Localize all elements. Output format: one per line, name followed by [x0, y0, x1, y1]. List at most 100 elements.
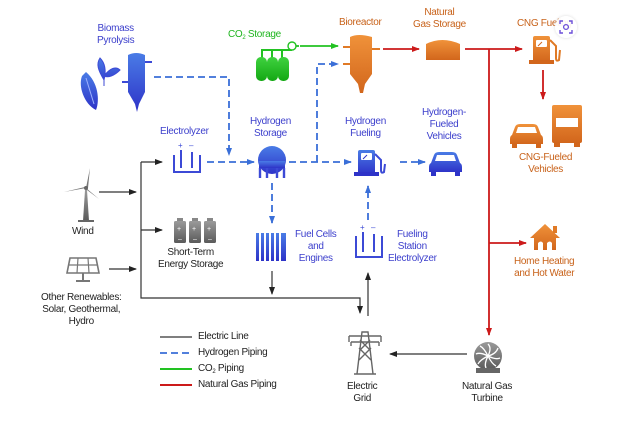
label-wind: Wind	[72, 226, 94, 237]
label-subscript: 2	[212, 369, 216, 375]
wind-turbine-icon	[64, 168, 99, 222]
label-hydrogen-fueling: Hydrogen Fueling	[345, 116, 386, 140]
label-short-term-storage: Short-Term Energy Storage	[158, 247, 224, 271]
legend-label-natural-gas: Natural Gas Piping	[198, 379, 277, 390]
legend-swatches	[160, 336, 192, 386]
svg-text:+: +	[207, 226, 211, 233]
gas-turbine-icon	[474, 342, 502, 373]
label-line: Hydrogen	[250, 116, 291, 127]
label-electric-grid: Electric Grid	[347, 381, 378, 405]
label-line: Fueling	[350, 128, 381, 139]
electric-lines	[99, 159, 467, 357]
label-line: and Hot Water	[514, 268, 575, 279]
hydrogen-storage-icon	[258, 146, 286, 178]
legend-label-electric: Electric Line	[198, 331, 249, 342]
visual-search-icon	[559, 20, 573, 34]
label-natural-gas-storage: Natural Gas Storage	[413, 7, 466, 31]
cng-truck-icon	[552, 105, 582, 147]
label-line: Station	[397, 241, 427, 252]
label-line: Short-Term	[167, 247, 214, 258]
label-line: Fueled	[429, 119, 459, 130]
svg-text:–: –	[193, 236, 197, 243]
label-part: Piping	[215, 363, 244, 374]
label-natural-gas-turbine: Natural Gas Turbine	[462, 381, 512, 405]
natural-gas-storage-icon	[426, 40, 460, 60]
legend-label-co2: CO2 Piping	[198, 363, 244, 378]
svg-text:–: –	[208, 236, 212, 243]
label-part: CO	[198, 363, 213, 374]
label-line: Fueling	[396, 229, 428, 240]
label-fuel-cells: Fuel Cells and Engines	[295, 229, 337, 265]
corn-icon	[80, 72, 98, 110]
fuel-cell-stack-icon	[256, 233, 286, 261]
label-line: Solar, Geothermal,	[42, 304, 121, 315]
pyrolysis-vessel-icon	[128, 53, 145, 112]
label-line: Grid	[353, 393, 372, 404]
battery-icon: +–	[189, 218, 201, 243]
label-subscript: 2	[242, 35, 246, 41]
svg-text:+: +	[178, 141, 183, 150]
svg-text:–: –	[178, 236, 182, 243]
svg-text:+: +	[192, 226, 196, 233]
svg-text:–: –	[189, 141, 194, 150]
legend-label-hydrogen: Hydrogen Piping	[198, 347, 268, 358]
label-line: CNG-Fueled	[519, 152, 573, 163]
valve-icon	[287, 41, 297, 51]
hydrogen-vehicle-icon	[429, 152, 462, 176]
label-line: Vehicles	[528, 164, 563, 175]
label-line: Hydrogen-	[422, 107, 466, 118]
label-line: Electric	[347, 381, 378, 392]
bioreactor-icon	[343, 35, 380, 93]
leaf-icon	[97, 57, 121, 86]
visual-search-button[interactable]	[555, 16, 577, 38]
label-line: Hydro	[68, 316, 94, 327]
label-line: Pyrolysis	[97, 35, 135, 46]
natural-gas-piping	[383, 46, 546, 336]
electrolyzer-icon: + –	[173, 141, 201, 173]
cng-fuel-pump-icon	[529, 36, 561, 64]
label-line: Vehicles	[426, 131, 462, 142]
label-hydrogen-storage: Hydrogen Storage	[250, 116, 291, 140]
h2-pipe-to-bioreactor	[316, 61, 339, 162]
label-line: Biomass	[97, 23, 135, 34]
label-part: CO	[228, 29, 243, 40]
label-line: Gas Storage	[413, 19, 466, 30]
label-other-renewables: Other Renewables: Solar, Geothermal, Hyd…	[41, 292, 122, 328]
co2-storage-icon	[256, 41, 297, 81]
label-line: Natural	[424, 7, 455, 18]
label-hydrogen-vehicles: Hydrogen- Fueled Vehicles	[422, 107, 466, 143]
label-co2-storage: CO2 Storage	[228, 29, 281, 44]
cng-vehicles-icon	[510, 105, 582, 148]
label-line: Natural Gas	[462, 381, 513, 392]
battery-storage-icon: +– +– +–	[174, 218, 216, 243]
label-home-heating: Home Heating and Hot Water	[514, 256, 575, 280]
hydrogen-piping	[154, 61, 426, 224]
label-fueling-station-electrolyzer: Fueling Station Electrolyzer	[388, 229, 437, 265]
label-line: Fuel Cells	[295, 229, 337, 240]
fueling-station-electrolyzer-icon: + –	[355, 223, 383, 258]
label-line: Energy Storage	[158, 259, 224, 270]
label-part: Storage	[245, 29, 281, 40]
label-line: Hydrogen	[345, 116, 386, 127]
svg-text:+: +	[177, 226, 181, 233]
label-line: Home Heating	[514, 256, 575, 267]
label-line: Engines	[298, 253, 333, 264]
hydrogen-fuel-pump-icon	[354, 150, 386, 176]
label-cng-fueling: CNG Fueling	[517, 18, 572, 29]
cng-car-icon	[510, 124, 543, 148]
label-line: Turbine	[471, 393, 503, 404]
battery-icon: +–	[174, 218, 186, 243]
label-bioreactor: Bioreactor	[339, 17, 382, 28]
home-icon	[530, 224, 560, 250]
label-line: Electrolyzer	[388, 253, 437, 264]
solar-panel-icon	[66, 257, 100, 282]
electric-grid-tower-icon	[348, 331, 382, 375]
label-line: Storage	[254, 128, 287, 139]
svg-text:+: +	[360, 223, 365, 232]
h2-pipe-biomass-to-storage	[154, 76, 232, 156]
label-cng-vehicles: CNG-Fueled Vehicles	[519, 152, 572, 176]
label-line: and	[307, 241, 324, 252]
battery-icon: +–	[204, 218, 216, 243]
label-line: Other Renewables:	[41, 292, 122, 303]
